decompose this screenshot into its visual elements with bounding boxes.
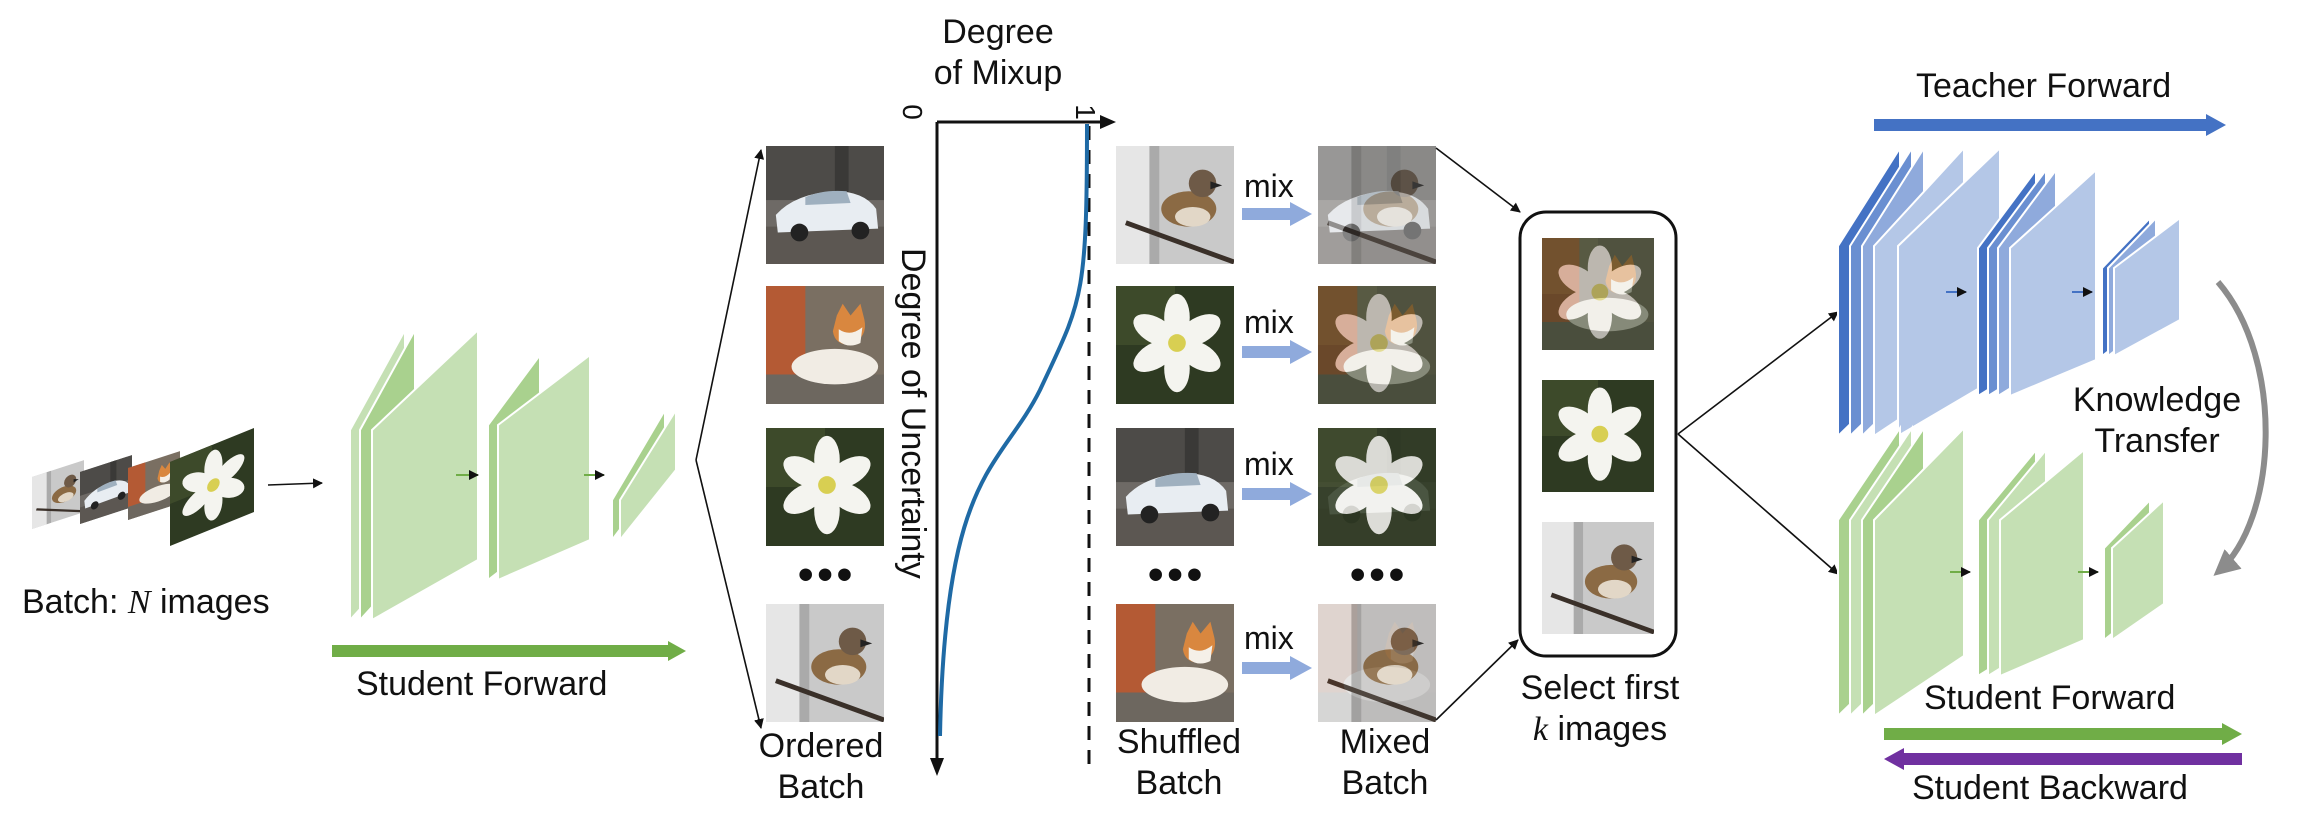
- shuffled-car-image: [1116, 428, 1234, 546]
- batch-label-suffix: images: [150, 583, 270, 621]
- select-k-suffix: images: [1548, 709, 1668, 748]
- input-to-student-arrow: [267, 478, 323, 489]
- mixed-to-select-arrow-bottom: [1435, 639, 1519, 721]
- selected-bird-image: [1542, 522, 1654, 634]
- selected-images: [1542, 238, 1654, 634]
- student-forward-label-left: Student Forward: [356, 665, 608, 703]
- shuffled-batch-label-line1: Shuffled: [1116, 723, 1242, 761]
- teacher-forward-label: Teacher Forward: [1916, 67, 2172, 105]
- select-k-variable: k: [1532, 710, 1549, 748]
- select-to-student-arrow: [1677, 433, 1839, 575]
- selected-mixed-image: [1542, 238, 1654, 350]
- shuffled-cat-image: [1116, 604, 1234, 722]
- knowledge-transfer-arrow: [2213, 280, 2269, 576]
- mixed-to-select-arrow-top: [1435, 147, 1521, 213]
- ordered-batch-label-line2: Batch: [777, 767, 865, 806]
- shuffled-batch-label-line2: Batch: [1135, 763, 1223, 802]
- teacher-forward-head: [2206, 114, 2226, 136]
- ordered-batch-label-line1: Ordered: [758, 727, 884, 765]
- fan-arrow-bottom: [695, 459, 764, 729]
- mixup-curve-panel: [930, 115, 1116, 776]
- mix-label-1: mix: [1244, 168, 1294, 204]
- ordered-bird-image: [766, 604, 884, 722]
- mixup-axis-one: 1: [1069, 104, 1101, 120]
- ordered-cat-image: [766, 286, 884, 404]
- shuffled-bird-image: [1116, 146, 1234, 264]
- mixup-axis-zero: 0: [896, 104, 928, 120]
- mixed-ellipsis: •••: [1350, 550, 1409, 599]
- fan-arrow-top: [695, 149, 765, 461]
- batch-label-prefix: Batch:: [22, 583, 128, 621]
- student-backward-head: [1884, 748, 1904, 770]
- shuffled-ellipsis: •••: [1148, 550, 1207, 599]
- mixup-curve: [938, 123, 1089, 737]
- mix-label-4: mix: [1244, 620, 1294, 656]
- ordered-car-image: [766, 146, 884, 264]
- student-forward-head-left: [668, 641, 686, 661]
- student-network-right: [1837, 424, 2165, 719]
- batch-label-variable: N: [127, 584, 151, 621]
- batch-label: Batch: N images: [22, 582, 270, 624]
- mix-label-2: mix: [1244, 304, 1294, 340]
- mix-arrows: [1242, 202, 1312, 680]
- shuffled-flower-image: [1116, 286, 1234, 404]
- mixed-flower-cat-image: [1318, 286, 1436, 404]
- mix-label-3: mix: [1244, 446, 1294, 482]
- student-forward-label-right: Student Forward: [1924, 679, 2176, 717]
- select-first-k-line1: Select first: [1520, 669, 1680, 707]
- degree-of-uncertainty-label: Degree of Uncertainty: [894, 248, 932, 579]
- degree-of-mixup-line1: Degree: [942, 13, 1054, 51]
- knowledge-transfer-line1: Knowledge: [2072, 381, 2242, 419]
- mixed-batch-label-line2: Batch: [1341, 763, 1429, 802]
- mixed-batch: [1318, 146, 1436, 722]
- ordered-batch: [766, 146, 884, 722]
- mixed-car-flower-image: [1318, 428, 1436, 546]
- mixed-batch-label-line1: Mixed: [1339, 723, 1431, 761]
- select-to-teacher-arrow: [1677, 311, 1839, 435]
- ordered-ellipsis: •••: [798, 550, 857, 599]
- mixed-bird-car-image: [1318, 146, 1436, 264]
- student-forward-head-right: [2222, 723, 2242, 745]
- student-network-left: [349, 327, 677, 623]
- ordered-flower-image: [766, 428, 884, 546]
- selected-images-box: [1518, 210, 1678, 658]
- knowledge-transfer-line2: Transfer: [2094, 421, 2220, 460]
- degree-of-mixup-line2: of Mixup: [933, 53, 1063, 92]
- mixed-cat-bird-image: [1318, 604, 1436, 722]
- input-batch-stack: [32, 428, 254, 546]
- teacher-network: [1837, 144, 2181, 439]
- selected-flower-image: [1542, 380, 1654, 492]
- student-backward-label: Student Backward: [1912, 769, 2188, 807]
- shuffled-batch: [1116, 146, 1234, 722]
- select-first-k-line2: k images: [1498, 709, 1702, 751]
